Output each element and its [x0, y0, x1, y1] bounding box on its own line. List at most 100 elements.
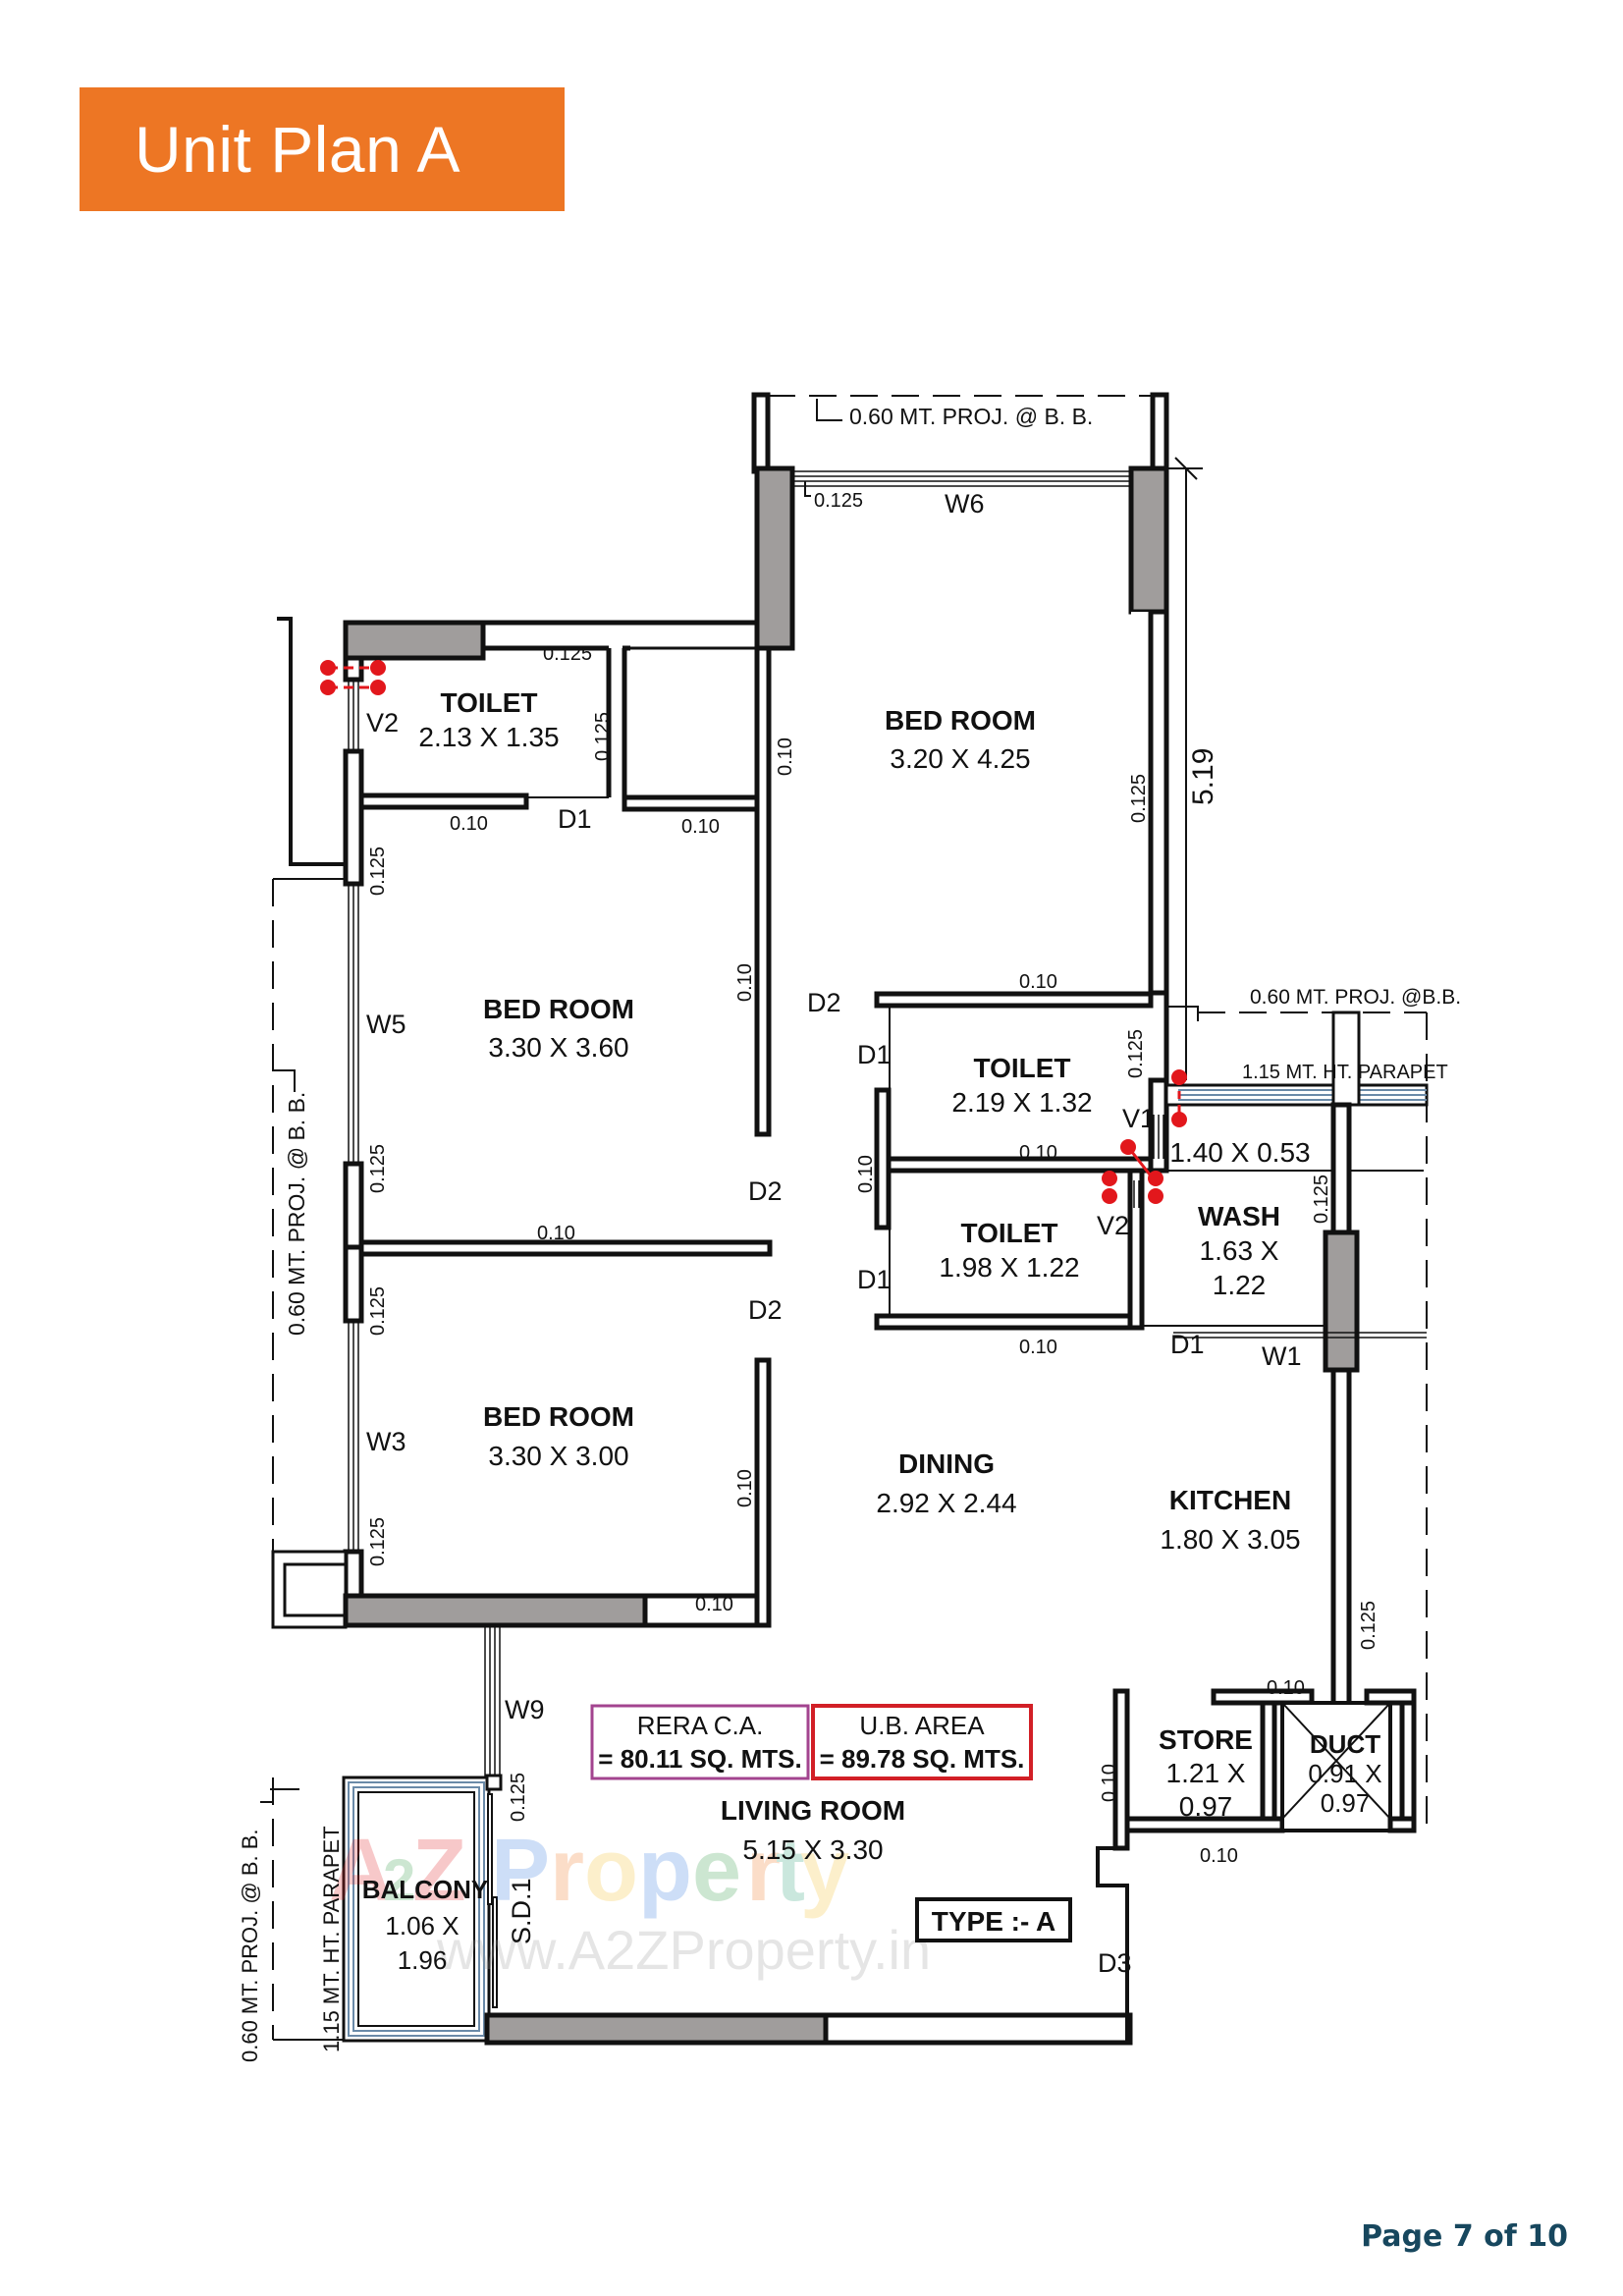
toilet-1-walls — [273, 617, 760, 887]
svg-text:D2: D2 — [748, 1295, 783, 1325]
svg-text:r: r — [550, 1822, 584, 1920]
svg-text:0.125: 0.125 — [1125, 1029, 1147, 1078]
svg-text:0.125: 0.125 — [1311, 1175, 1332, 1224]
svg-text:V1: V1 — [1122, 1104, 1155, 1133]
toilet-3-name: TOILET — [960, 1218, 1057, 1248]
store-size-2: 0.97 — [1179, 1791, 1233, 1822]
master-bedroom-name: BED ROOM — [885, 705, 1036, 736]
parapet-right-label: 1.15 MT. HT. PARAPET — [1242, 1062, 1448, 1083]
overall-dimension: 5.19 — [1187, 748, 1219, 805]
store-duct-walls — [1096, 1688, 1417, 2043]
svg-text:0.125: 0.125 — [508, 1773, 529, 1822]
toilet-1-name: TOILET — [440, 687, 537, 718]
svg-text:y: y — [800, 1822, 849, 1920]
rera-value: = 80.11 SQ. MTS. — [598, 1744, 801, 1774]
svg-text:D2: D2 — [807, 988, 841, 1017]
svg-text:0.10: 0.10 — [1019, 971, 1057, 993]
living-room-size: 5.15 X 3.30 — [742, 1834, 883, 1865]
area-boxes: RERA C.A. = 80.11 SQ. MTS. U.B. AREA = 8… — [590, 1704, 1033, 1780]
type-box: TYPE :- A — [915, 1897, 1072, 1942]
svg-text:W3: W3 — [366, 1427, 406, 1456]
rera-area-box — [590, 1704, 810, 1780]
svg-text:0.10: 0.10 — [855, 1155, 877, 1193]
svg-text:V2: V2 — [366, 708, 399, 738]
svg-text:0.10: 0.10 — [734, 963, 756, 1002]
type-label: TYPE :- A — [932, 1906, 1056, 1937]
balcony-size-1: 1.06 X — [385, 1911, 459, 1941]
svg-text:0.125: 0.125 — [1128, 774, 1150, 823]
bedroom-3-size: 3.30 X 3.00 — [488, 1441, 628, 1471]
svg-text:0.125: 0.125 — [367, 847, 389, 896]
svg-text:0.125: 0.125 — [814, 490, 863, 512]
ub-label: U.B. AREA — [859, 1711, 985, 1740]
store-size-1: 1.21 X — [1166, 1758, 1246, 1788]
svg-text:0.10: 0.10 — [695, 1594, 733, 1615]
bedroom-2-name: BED ROOM — [483, 994, 634, 1024]
duct-size-1: 0.91 X — [1308, 1759, 1381, 1788]
page-title: Unit Plan A — [135, 113, 461, 186]
bedroom-2-size: 3.30 X 3.60 — [488, 1032, 628, 1063]
master-bedroom-size: 3.20 X 4.25 — [890, 743, 1030, 774]
svg-text:2: 2 — [383, 1847, 415, 1913]
svg-text:0.10: 0.10 — [734, 1469, 756, 1507]
toilet-1-size: 2.13 X 1.35 — [418, 722, 559, 752]
wash-name: WASH — [1198, 1201, 1280, 1231]
room-labels: TOILET 2.13 X 1.35 BED ROOM 3.20 X 4.25 … — [362, 687, 1382, 1975]
ub-area-box — [811, 1704, 1033, 1780]
svg-text:W1: W1 — [1262, 1341, 1302, 1371]
svg-text:D1: D1 — [558, 804, 592, 834]
svg-text:D1: D1 — [1170, 1330, 1205, 1359]
annotation-labels: 0.60 MT. PROJ. @ B. B. 0.125 W6 0.60 MT.… — [238, 404, 1461, 2062]
dining-name: DINING — [898, 1449, 995, 1479]
svg-text:0.10: 0.10 — [450, 813, 488, 835]
wash-ext-size: 1.40 X 0.53 — [1169, 1137, 1310, 1168]
svg-text:r: r — [746, 1822, 781, 1920]
toilet-3-size: 1.98 X 1.22 — [939, 1252, 1079, 1283]
svg-text:D1: D1 — [857, 1265, 892, 1294]
svg-text:S.D.1: S.D.1 — [507, 1878, 536, 1944]
watermark: A 2 Z P r o p e r t y www.A2ZProperty.in — [329, 1822, 931, 1981]
svg-text:o: o — [584, 1822, 638, 1920]
svg-text:0.125: 0.125 — [543, 643, 592, 665]
svg-text:W6: W6 — [945, 489, 985, 519]
svg-text:0.125: 0.125 — [367, 1517, 389, 1566]
svg-text:0.10: 0.10 — [1019, 1337, 1057, 1358]
balcony-name: BALCONY — [362, 1875, 489, 1904]
kitchen-size: 1.80 X 3.05 — [1160, 1524, 1300, 1555]
svg-text:W5: W5 — [366, 1010, 406, 1039]
svg-text:A: A — [329, 1822, 393, 1920]
svg-text:0.10: 0.10 — [1267, 1677, 1305, 1699]
top-projection — [751, 392, 1169, 474]
proj-left-label: 0.60 MT. PROJ. @ B. B. — [284, 1092, 309, 1336]
page-number: Page 7 of 10 — [1361, 2219, 1568, 2254]
svg-text:0.10: 0.10 — [1099, 1764, 1120, 1802]
toilet-2-name: TOILET — [973, 1053, 1070, 1083]
svg-text:V2: V2 — [1097, 1211, 1129, 1240]
duct-size-2: 0.97 — [1321, 1788, 1371, 1818]
ub-value: = 89.78 SQ. MTS. — [820, 1744, 1025, 1774]
svg-text:0.10: 0.10 — [775, 738, 796, 776]
title-banner: Unit Plan A — [80, 87, 565, 211]
balcony-area — [260, 1625, 1133, 2046]
svg-text:0.125: 0.125 — [1358, 1601, 1380, 1650]
svg-text:P: P — [491, 1822, 550, 1920]
store-name: STORE — [1159, 1724, 1253, 1755]
wash-size-2: 1.22 — [1213, 1270, 1267, 1300]
svg-text:e: e — [692, 1822, 741, 1920]
kitchen-name: KITCHEN — [1169, 1485, 1291, 1515]
svg-text:D3: D3 — [1098, 1948, 1132, 1978]
svg-text:0.125: 0.125 — [592, 712, 614, 761]
toilet-2-size: 2.19 X 1.32 — [951, 1087, 1092, 1118]
svg-text:www.A2ZProperty.in: www.A2ZProperty.in — [436, 1919, 931, 1981]
svg-text:0.10: 0.10 — [681, 816, 720, 838]
left-exterior-wall — [271, 879, 773, 1629]
dining-size: 2.92 X 2.44 — [876, 1488, 1016, 1518]
svg-text:D1: D1 — [857, 1040, 892, 1069]
proj-top-label: 0.60 MT. PROJ. @ B. B. — [849, 404, 1093, 429]
parapet-balcony-label: 1.15 MT. HT. PARAPET — [319, 1826, 344, 2052]
proj-balcony-label: 0.60 MT. PROJ. @ B. B. — [238, 1829, 262, 2062]
duct-name: DUCT — [1310, 1729, 1380, 1759]
svg-text:Z: Z — [412, 1822, 466, 1920]
svg-text:t: t — [776, 1822, 805, 1920]
